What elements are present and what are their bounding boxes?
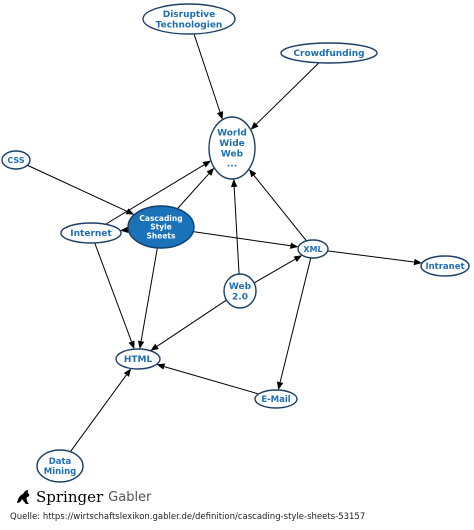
node-xml[interactable]: XML <box>297 239 329 259</box>
node-intranet-shape[interactable] <box>420 255 470 277</box>
node-cascading-label-line: Style <box>150 223 172 232</box>
edge-cascading-to-xml <box>193 231 291 247</box>
node-internet[interactable]: Internet <box>60 222 122 244</box>
arrowhead-cascading-to-html <box>137 340 145 350</box>
edge-web20-to-html <box>156 299 227 347</box>
node-intranet-label-line: Intranet <box>425 262 464 272</box>
edge-disruptive-to-www <box>193 33 221 113</box>
source-url[interactable]: https://wirtschaftslexikon.gabler.de/def… <box>42 512 366 522</box>
node-xml-shape[interactable] <box>297 239 329 259</box>
node-www-label-line: World <box>217 129 247 139</box>
arrowhead-internet-to-html <box>128 340 135 350</box>
arrowhead-email-to-html <box>156 363 166 370</box>
edge-crowdfunding-to-www <box>255 62 320 125</box>
node-www[interactable]: WorldWideWeb... <box>208 116 256 180</box>
node-internet-shape[interactable] <box>60 222 122 244</box>
edge-xml-to-intranet <box>327 250 415 263</box>
arrowhead-cascading-to-www <box>206 167 215 176</box>
edge-cascading-to-html <box>140 247 158 342</box>
source-line: Quelle: https://wirtschaftslexikon.gable… <box>10 512 365 522</box>
node-html-label-line: HTML <box>124 355 153 365</box>
arrowhead-datamining-to-html <box>123 368 132 377</box>
edge-xml-to-www <box>253 174 307 242</box>
node-disruptive-label-line: Technologien <box>156 20 223 30</box>
brand-publisher: Gabler <box>108 489 152 505</box>
springer-horse-icon <box>17 490 30 504</box>
edge-email-to-html <box>164 366 259 395</box>
node-datamining-shape[interactable] <box>36 449 84 483</box>
node-layer: DisruptiveTechnologienCrowdfundingWorldW… <box>1 3 470 483</box>
node-cascading-label-line: Cascading <box>139 214 182 223</box>
edge-internet-to-html <box>94 242 132 342</box>
node-disruptive-shape[interactable] <box>142 3 236 35</box>
node-email-label-line: E-Mail <box>261 395 290 405</box>
arrowhead-xml-to-email <box>277 381 284 391</box>
node-html[interactable]: HTML <box>115 348 161 370</box>
edge-xml-to-email <box>279 257 312 383</box>
node-email-shape[interactable] <box>254 389 298 409</box>
edge-cascading-to-www <box>177 173 210 210</box>
arrowhead-css-to-cascading <box>125 208 135 215</box>
node-email[interactable]: E-Mail <box>254 389 298 409</box>
arrowhead-web20-to-www <box>230 178 238 188</box>
arrowhead-internet-to-www <box>202 160 212 168</box>
node-web20-label-line: Web <box>229 282 252 292</box>
arrowhead-cascading-to-xml <box>290 242 299 249</box>
arrowhead-xml-to-www <box>248 169 257 178</box>
node-css[interactable]: CSS <box>1 150 31 170</box>
node-cascading-label-line: Sheets <box>147 231 176 240</box>
arrowhead-web20-to-xml <box>293 255 303 262</box>
node-css-label-line: CSS <box>7 156 24 165</box>
node-xml-label-line: XML <box>303 245 322 254</box>
node-crowdfunding-shape[interactable] <box>280 42 378 64</box>
node-www-label-line: ... <box>227 160 237 170</box>
node-datamining-label-line: Data <box>49 457 72 467</box>
source-label: Quelle: <box>10 512 41 522</box>
arrowhead-web20-to-html <box>150 343 159 351</box>
node-www-label-line: Wide <box>219 139 245 149</box>
node-html-shape[interactable] <box>115 348 161 370</box>
arrowhead-crowdfunding-to-www <box>250 121 259 130</box>
edge-internet-to-www <box>105 164 205 225</box>
brand-name: Springer <box>36 488 104 506</box>
edge-css-to-cascading <box>27 164 128 212</box>
node-css-shape[interactable] <box>1 150 31 170</box>
node-disruptive-label-line: Disruptive <box>163 10 216 20</box>
node-datamining-label-line: Mining <box>44 467 76 477</box>
edge-web20-to-www <box>233 186 240 275</box>
arrowhead-xml-to-intranet <box>413 258 423 266</box>
node-www-label-line: Web <box>221 149 244 159</box>
edge-layer <box>27 33 423 453</box>
node-cascading-shape[interactable] <box>127 205 195 249</box>
springer-gabler-logo: Springer Gabler <box>14 488 151 506</box>
edge-web20-to-xml <box>253 258 296 284</box>
arrowhead-cascading-to-internet <box>120 226 129 234</box>
node-web20-shape[interactable] <box>223 273 257 309</box>
node-www-shape[interactable] <box>208 116 256 180</box>
node-internet-label-line: Internet <box>70 229 112 239</box>
node-crowdfunding[interactable]: Crowdfunding <box>280 42 378 64</box>
edge-datamining-to-html <box>69 374 127 453</box>
concept-diagram: DisruptiveTechnologienCrowdfundingWorldW… <box>1 3 470 483</box>
node-web20-label-line: 2.0 <box>232 292 248 302</box>
node-intranet[interactable]: Intranet <box>420 255 470 277</box>
arrowhead-disruptive-to-www <box>217 111 224 120</box>
node-crowdfunding-label-line: Crowdfunding <box>293 49 364 59</box>
